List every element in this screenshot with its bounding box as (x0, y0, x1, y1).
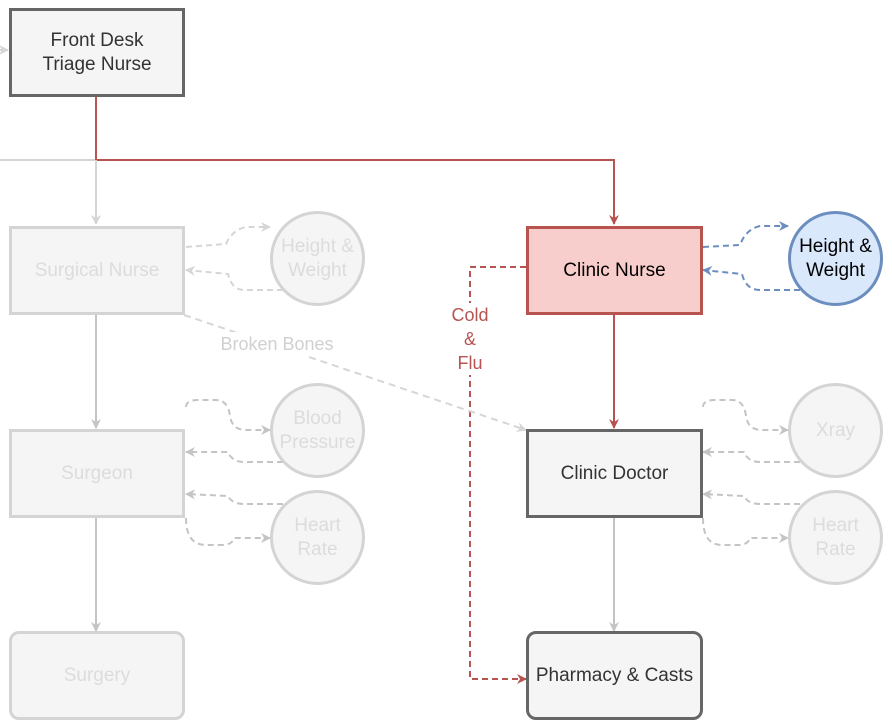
surgeon-heart-rate-node[interactable]: Heart Rate (270, 490, 365, 585)
xray-label: Xray (815, 419, 856, 441)
edge-hr-surgeon-return (185, 489, 283, 505)
edge-surgical-hw-return (185, 265, 283, 291)
edge-doctor-hr-out (702, 517, 789, 546)
edge-clinic-nurse-pharmacy (469, 266, 527, 684)
broken-bones-label: Broken Bones (210, 332, 344, 356)
cold-flu-label: Cold & Flu (447, 303, 493, 375)
doctor-heart-rate-node[interactable]: Heart Rate (788, 490, 883, 585)
edge-hr-doctor-return (702, 489, 800, 505)
clinic-doctor-label: Clinic Doctor (560, 462, 669, 484)
edge-frontdesk-clinic-nurse (95, 97, 619, 225)
front-desk-label: Front Desk Triage Nurse (42, 29, 152, 75)
clinic-nurse-node[interactable]: Clinic Nurse (526, 226, 703, 315)
pharmacy-casts-label: Pharmacy & Casts (535, 664, 694, 686)
edge-clinic-hw-return (702, 265, 800, 291)
front-desk-triage-nurse-node[interactable]: Front Desk Triage Nurse (9, 8, 185, 97)
surgical-nurse-node[interactable]: Surgical Nurse (9, 226, 185, 315)
blood-pressure-node[interactable]: Blood Pressure (270, 383, 365, 478)
edge-surgeon-bp-out (185, 399, 271, 435)
clinic-height-weight-label: Height & Weight (799, 235, 872, 281)
xray-node[interactable]: Xray (788, 383, 883, 478)
clinic-doctor-node[interactable]: Clinic Doctor (526, 429, 703, 518)
doctor-heart-rate-label: Heart Rate (812, 514, 859, 560)
edge-xray-doctor-return (702, 447, 800, 463)
edge-clinic-nurse-hw-out (702, 221, 789, 248)
pharmacy-casts-node[interactable]: Pharmacy & Casts (526, 631, 703, 720)
surgeon-label: Surgeon (61, 462, 133, 484)
edge-doctor-xray-out (702, 399, 789, 435)
edge-bp-surgeon-return (185, 447, 283, 463)
blood-pressure-label: Blood Pressure (279, 407, 356, 453)
clinic-nurse-label: Clinic Nurse (563, 259, 666, 281)
surgeon-heart-rate-label: Heart Rate (294, 514, 341, 560)
edge-surgeon-hr-out (185, 517, 271, 546)
surgery-label: Surgery (63, 664, 131, 686)
surgical-height-weight-label: Height & Weight (281, 235, 354, 281)
surgeon-node[interactable]: Surgeon (9, 429, 185, 518)
surgical-height-weight-node[interactable]: Height & Weight (270, 211, 365, 306)
surgical-nurse-label: Surgical Nurse (34, 259, 160, 281)
edge-surgical-nurse-hw-out (185, 222, 271, 248)
clinic-height-weight-node[interactable]: Height & Weight (788, 211, 883, 306)
surgery-node[interactable]: Surgery (9, 631, 185, 720)
